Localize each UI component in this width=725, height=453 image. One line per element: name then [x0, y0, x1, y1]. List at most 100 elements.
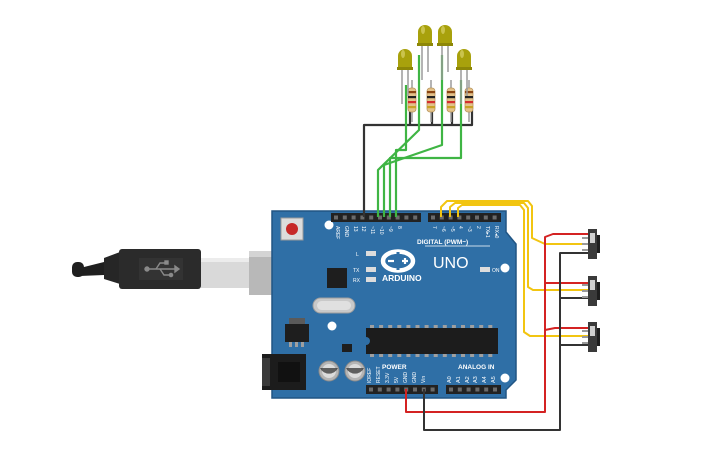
- header-pin-hole[interactable]: [457, 215, 462, 220]
- pin-label-power: 3.3V: [385, 372, 391, 383]
- header-pin-hole[interactable]: [413, 215, 418, 220]
- wire-yellow-pin5[interactable]: [449, 202, 588, 291]
- crystal-oscillator: [312, 297, 356, 314]
- resistor-2[interactable]: [426, 80, 436, 122]
- header-pin-hole[interactable]: [475, 215, 479, 220]
- reset-button[interactable]: [280, 217, 304, 241]
- header-pin-hole[interactable]: [360, 215, 365, 220]
- wire-black-gnd[interactable]: [423, 344, 588, 431]
- voltage-regulator: [285, 318, 309, 347]
- header-pin-hole[interactable]: [475, 387, 480, 392]
- resistor-1[interactable]: [407, 80, 417, 122]
- analog-header: [446, 385, 501, 394]
- pin-label-power: RESET: [376, 366, 382, 383]
- slide-switches: [582, 229, 600, 352]
- header-pin-hole[interactable]: [466, 215, 471, 220]
- arduino-uno-board[interactable]: ARDUINO UNO L TX RX ON AREF: [262, 210, 517, 399]
- wire-green-pin10[interactable]: [394, 85, 408, 217]
- wire-black-sw1[interactable]: [559, 252, 588, 345]
- power-jack[interactable]: [262, 354, 306, 390]
- board-led-rx: RX: [353, 277, 376, 284]
- header-pin-hole[interactable]: [492, 215, 497, 220]
- slide-switch-3[interactable]: [582, 322, 600, 352]
- header-pin-hole[interactable]: [395, 215, 400, 220]
- header-pin-hole[interactable]: [449, 387, 453, 392]
- wire-green-pin12[interactable]: [382, 55, 444, 217]
- pin-label-analog: A1: [456, 376, 462, 383]
- pin-label-top: ~9: [387, 226, 393, 232]
- pin-label-top: 7: [431, 226, 437, 229]
- header-pin-hole[interactable]: [351, 215, 356, 220]
- led-1[interactable]: [397, 49, 413, 104]
- header-pin-hole[interactable]: [457, 387, 462, 392]
- wire-green-pin11[interactable]: [388, 80, 463, 217]
- pin-label-top: ~5: [449, 226, 455, 232]
- header-pin-hole[interactable]: [334, 215, 338, 220]
- usb-icon: [144, 260, 181, 278]
- slide-switch-1[interactable]: [582, 229, 600, 259]
- pin-label-top: ~11: [369, 226, 375, 234]
- transistor: [342, 344, 352, 352]
- digital-header-right: [428, 213, 501, 222]
- svg-text:TX: TX: [353, 268, 360, 274]
- header-pin-hole[interactable]: [369, 387, 373, 392]
- digital-header-left: [331, 213, 421, 222]
- header-pin-hole[interactable]: [430, 387, 435, 392]
- header-pin-hole[interactable]: [431, 215, 435, 220]
- led-3[interactable]: [437, 25, 453, 80]
- pin-label-power: GND: [412, 372, 418, 384]
- header-pin-hole[interactable]: [484, 387, 489, 392]
- header-pin-hole[interactable]: [439, 215, 444, 220]
- wire-yellow-pin3[interactable]: [457, 204, 588, 337]
- pin-label-power: IOREF: [367, 368, 373, 383]
- header-pin-hole[interactable]: [386, 387, 391, 392]
- pin-label-top: GND: [343, 226, 349, 238]
- board-led-tx: TX: [353, 267, 376, 274]
- svg-text:L: L: [356, 252, 359, 258]
- header-pin-hole[interactable]: [493, 387, 497, 392]
- pin-label-top: TX▸1: [484, 226, 490, 238]
- pin-label-top: 8: [396, 226, 402, 229]
- pin-label-top: RX◂0: [493, 226, 499, 238]
- header-pin-hole[interactable]: [342, 215, 347, 220]
- capacitor-1: [318, 360, 340, 382]
- header-pin-hole[interactable]: [395, 387, 400, 392]
- header-pin-hole[interactable]: [483, 215, 488, 220]
- analog-label: ANALOG IN: [458, 364, 495, 371]
- svg-text:ON: ON: [492, 268, 500, 274]
- header-pin-hole[interactable]: [369, 215, 374, 220]
- capacitor-2: [344, 360, 366, 382]
- header-pin-hole[interactable]: [413, 387, 417, 392]
- wire-yellow-pin6[interactable]: [440, 200, 588, 245]
- board-led-l: L: [356, 251, 376, 258]
- header-pin-hole[interactable]: [404, 215, 409, 220]
- header-pin-hole[interactable]: [448, 215, 453, 220]
- pin-label-top: ~10: [378, 226, 384, 235]
- pin-label-analog: A0: [447, 376, 453, 383]
- power-header: [366, 385, 438, 394]
- led-4[interactable]: [456, 49, 472, 104]
- model-label: UNO: [433, 255, 469, 272]
- power-label: POWER: [382, 364, 407, 371]
- header-pin-hole[interactable]: [378, 215, 382, 220]
- led-2[interactable]: [417, 25, 433, 80]
- pin-label-top: 4: [457, 226, 463, 229]
- usb-cable[interactable]: [72, 249, 305, 295]
- pin-label-analog: A4: [482, 376, 488, 383]
- pin-label-power: GND: [403, 372, 409, 384]
- pin-label-top: 13: [352, 226, 358, 232]
- digital-label: DIGITAL (PWM~): [417, 239, 468, 246]
- wires: [362, 55, 588, 431]
- header-pin-hole[interactable]: [466, 387, 471, 392]
- board-led-on: ON: [480, 267, 500, 274]
- header-pin-hole[interactable]: [377, 387, 382, 392]
- pin-label-top: ~3: [466, 226, 472, 232]
- pin-label-power: Vin: [421, 376, 427, 383]
- pin-label-top: 12: [360, 226, 366, 232]
- atmega-microcontroller: [366, 325, 498, 357]
- header-pin-hole[interactable]: [386, 215, 391, 220]
- resistor-3[interactable]: [446, 80, 456, 122]
- slide-switch-2[interactable]: [582, 276, 600, 306]
- brand-label: ARDUINO: [382, 273, 422, 283]
